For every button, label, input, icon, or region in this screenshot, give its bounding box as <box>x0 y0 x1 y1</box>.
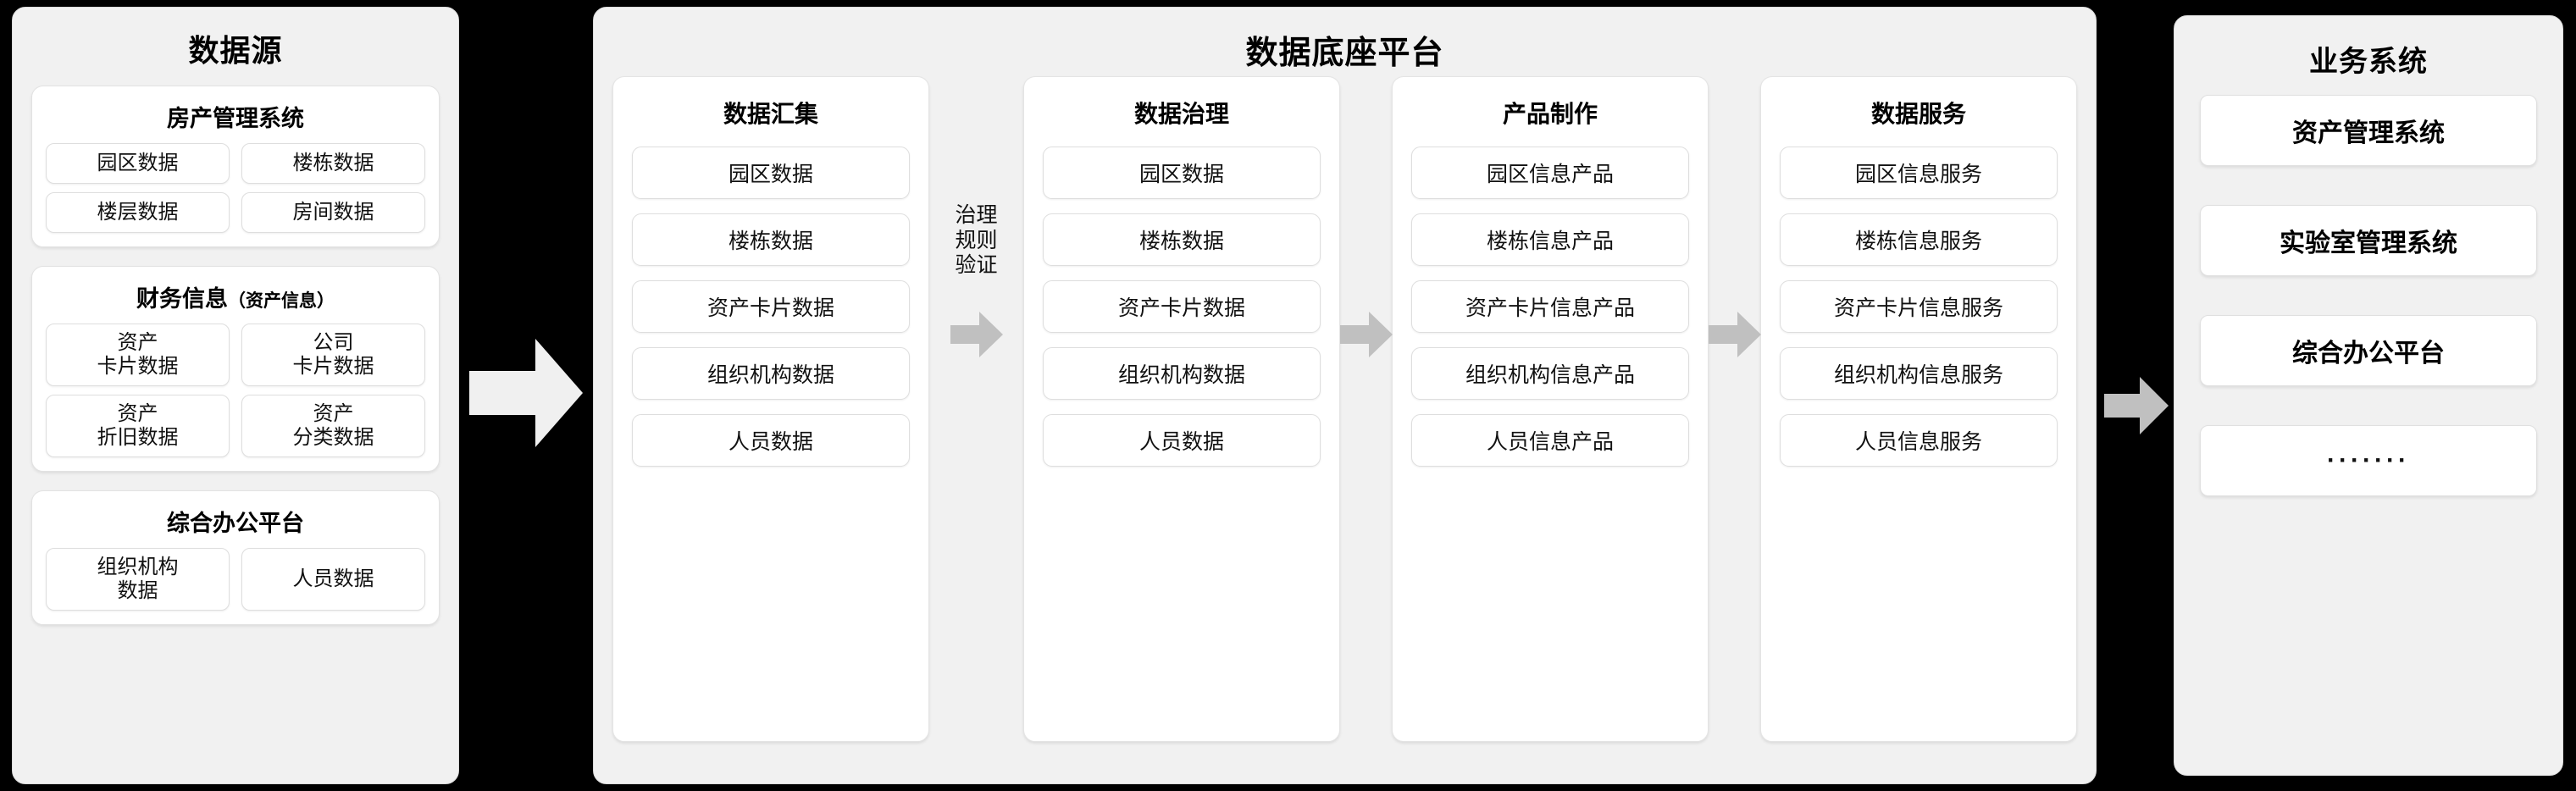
stage-item[interactable]: 园区信息服务 <box>1780 147 2058 199</box>
stage-column-collection: 数据汇集 园区数据 楼栋数据 资产卡片数据 组织机构数据 人员数据 <box>612 76 929 742</box>
stage-item-list: 园区数据 楼栋数据 资产卡片数据 组织机构数据 人员数据 <box>1043 147 1321 467</box>
stage-item[interactable]: 人员信息服务 <box>1780 414 2058 467</box>
stage-item-list: 园区数据 楼栋数据 资产卡片数据 组织机构数据 人员数据 <box>632 147 910 467</box>
data-platform-title: 数据底座平台 <box>1245 36 1444 71</box>
data-platform-panel: 数据底座平台 数据汇集 园区数据 楼栋数据 资产卡片数据 组织机构数据 人员数据… <box>593 7 2097 784</box>
source-chip[interactable]: 公司卡片数据 <box>241 324 425 386</box>
source-group-office: 综合办公平台 组织机构数据 人员数据 <box>31 490 440 625</box>
stage-item[interactable]: 资产卡片信息产品 <box>1411 280 1690 333</box>
connector-label: 治理规则验证 <box>955 203 998 277</box>
stage-item[interactable]: 人员信息产品 <box>1411 414 1690 467</box>
stage-item[interactable]: 资产卡片信息服务 <box>1780 280 2058 333</box>
source-chip[interactable]: 房间数据 <box>241 192 425 233</box>
arrow-source-to-platform-icon <box>469 339 583 447</box>
stage-item[interactable]: 组织机构数据 <box>1043 347 1321 400</box>
business-item-more[interactable]: ······· <box>2200 425 2537 496</box>
stage-item[interactable]: 园区数据 <box>1043 147 1321 199</box>
stage-item[interactable]: 组织机构信息产品 <box>1411 347 1690 400</box>
arrow-right-icon <box>1708 312 1761 357</box>
stage-title: 数据汇集 <box>723 101 818 127</box>
stage-item[interactable]: 园区信息产品 <box>1411 147 1690 199</box>
source-chip-grid: 资产卡片数据 公司卡片数据 资产折旧数据 资产分类数据 <box>46 324 425 457</box>
data-source-title: 数据源 <box>188 33 283 68</box>
source-chip-grid: 组织机构数据 人员数据 <box>46 548 425 611</box>
source-chip-grid: 园区数据 楼栋数据 楼层数据 房间数据 <box>46 143 425 233</box>
stage-item[interactable]: 楼栋信息服务 <box>1780 213 2058 266</box>
business-system-list: 资产管理系统 实验室管理系统 综合办公平台 ······· <box>2174 95 2562 496</box>
source-group-finance: 财务信息（资产信息） 资产卡片数据 公司卡片数据 资产折旧数据 资产分类数据 <box>31 266 440 472</box>
stage-item-list: 园区信息产品 楼栋信息产品 资产卡片信息产品 组织机构信息产品 人员信息产品 <box>1411 147 1690 467</box>
stage-item[interactable]: 组织机构数据 <box>632 347 910 400</box>
arrow-right-icon <box>1339 312 1393 357</box>
source-group-subtitle: （资产信息） <box>228 291 335 311</box>
stage-title: 数据服务 <box>1871 101 1967 127</box>
connector-product-to-service <box>1708 76 1761 742</box>
platform-pipeline: 数据汇集 园区数据 楼栋数据 资产卡片数据 组织机构数据 人员数据 治理规则验证 <box>594 76 2096 762</box>
data-source-groups: 房产管理系统 园区数据 楼栋数据 楼层数据 房间数据 财务信息（资产信息） 资产… <box>13 86 458 640</box>
source-chip[interactable]: 楼栋数据 <box>241 143 425 184</box>
stage-item[interactable]: 楼栋数据 <box>1043 213 1321 266</box>
connector-governance-rules: 治理规则验证 <box>929 76 1023 742</box>
source-chip[interactable]: 楼层数据 <box>46 192 230 233</box>
source-chip[interactable]: 资产分类数据 <box>241 395 425 457</box>
stage-item[interactable]: 园区数据 <box>632 147 910 199</box>
data-source-panel: 数据源 房产管理系统 园区数据 楼栋数据 楼层数据 房间数据 财务信息（资产信息… <box>12 7 459 784</box>
source-chip[interactable]: 人员数据 <box>241 548 425 611</box>
business-system-title: 业务系统 <box>2309 46 2428 78</box>
stage-item[interactable]: 人员数据 <box>1043 414 1321 467</box>
stage-column-product: 产品制作 园区信息产品 楼栋信息产品 资产卡片信息产品 组织机构信息产品 人员信… <box>1392 76 1709 742</box>
stage-item[interactable]: 资产卡片数据 <box>1043 280 1321 333</box>
source-group-title: 综合办公平台 <box>167 511 304 536</box>
source-group-title: 财务信息（资产信息） <box>136 286 335 312</box>
arrow-right-icon <box>950 312 1003 357</box>
stage-column-governance: 数据治理 园区数据 楼栋数据 资产卡片数据 组织机构数据 人员数据 <box>1023 76 1341 742</box>
stage-item-list: 园区信息服务 楼栋信息服务 资产卡片信息服务 组织机构信息服务 人员信息服务 <box>1780 147 2058 467</box>
source-group-title: 房产管理系统 <box>167 106 304 131</box>
business-item-office-platform[interactable]: 综合办公平台 <box>2200 315 2537 386</box>
arrow-platform-to-business-icon <box>2104 377 2169 434</box>
source-chip[interactable]: 组织机构数据 <box>46 548 230 611</box>
business-item-asset-management[interactable]: 资产管理系统 <box>2200 95 2537 166</box>
stage-item[interactable]: 资产卡片数据 <box>632 280 910 333</box>
stage-item[interactable]: 楼栋信息产品 <box>1411 213 1690 266</box>
source-chip[interactable]: 园区数据 <box>46 143 230 184</box>
stage-item[interactable]: 组织机构信息服务 <box>1780 347 2058 400</box>
stage-title: 产品制作 <box>1503 101 1598 127</box>
source-chip[interactable]: 资产折旧数据 <box>46 395 230 457</box>
business-system-panel: 业务系统 资产管理系统 实验室管理系统 综合办公平台 ······· <box>2174 15 2563 776</box>
stage-item[interactable]: 人员数据 <box>632 414 910 467</box>
stage-column-service: 数据服务 园区信息服务 楼栋信息服务 资产卡片信息服务 组织机构信息服务 人员信… <box>1760 76 2078 742</box>
connector-governance-to-product <box>1339 76 1393 742</box>
business-item-lab-management[interactable]: 实验室管理系统 <box>2200 205 2537 276</box>
source-group-housing: 房产管理系统 园区数据 楼栋数据 楼层数据 房间数据 <box>31 86 440 247</box>
source-chip[interactable]: 资产卡片数据 <box>46 324 230 386</box>
stage-title: 数据治理 <box>1134 101 1230 127</box>
stage-item[interactable]: 楼栋数据 <box>632 213 910 266</box>
